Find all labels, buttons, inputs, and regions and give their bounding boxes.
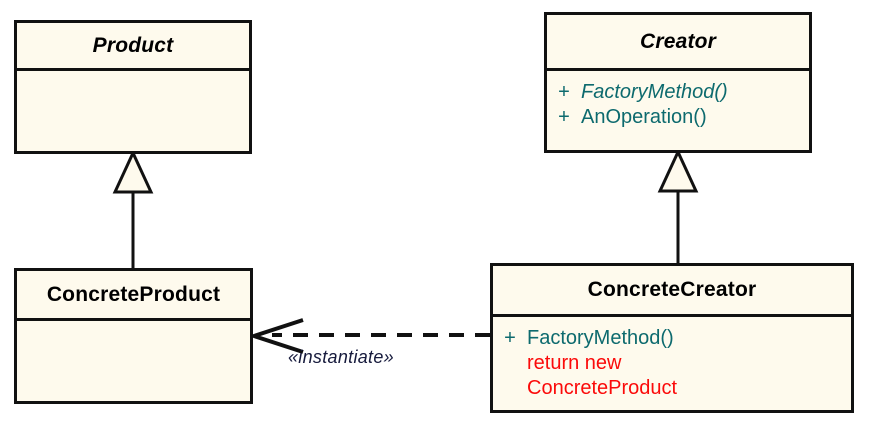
- class-name-creator: Creator: [639, 29, 717, 53]
- visibility-marker-public: +: [504, 327, 516, 349]
- generalization-concreteproduct-to-product: [112, 149, 154, 268]
- compartment-divider-product: [17, 68, 249, 71]
- compartment-divider-concretecreator: [493, 314, 851, 317]
- class-name-product: Product: [92, 33, 174, 57]
- class-box-product[interactable]: Product: [14, 20, 252, 154]
- member-row-factorymethod-creator[interactable]: + FactoryMethod(): [547, 80, 809, 105]
- visibility-marker-public: +: [558, 106, 570, 128]
- member-row-anoperation-creator[interactable]: + AnOperation(): [547, 105, 809, 130]
- member-row-factorymethod-concretecreator[interactable]: + FactoryMethod(): [493, 326, 851, 351]
- class-name-concreteproduct: ConcreteProduct: [46, 282, 221, 306]
- class-name-concretecreator: ConcreteCreator: [587, 278, 757, 301]
- members-compartment-concretecreator: + FactoryMethod() return new ConcretePro…: [493, 317, 851, 410]
- class-box-concreteproduct[interactable]: ConcreteProduct: [14, 268, 253, 404]
- members-compartment-concreteproduct: [17, 321, 250, 401]
- implementation-note-line-1: return new: [527, 352, 622, 374]
- generalization-concretecreator-to-creator: [657, 148, 699, 263]
- class-box-creator[interactable]: Creator + FactoryMethod() + AnOperation(…: [544, 12, 812, 153]
- generalization-triangle-right: [657, 148, 699, 193]
- dependency-stereotype-label: «instantiate»: [288, 347, 394, 367]
- class-box-concretecreator[interactable]: ConcreteCreator + FactoryMethod() return…: [490, 263, 854, 413]
- members-compartment-product: [17, 71, 249, 151]
- visibility-marker-public: +: [558, 81, 570, 103]
- member-signature-factorymethod: FactoryMethod(): [527, 327, 674, 349]
- compartment-divider-concreteproduct: [17, 318, 250, 321]
- member-signature-factorymethod: FactoryMethod(): [581, 81, 728, 103]
- compartment-divider-creator: [547, 68, 809, 71]
- member-signature-anoperation: AnOperation(): [581, 106, 707, 128]
- generalization-triangle-left: [112, 149, 154, 194]
- implementation-note-line-2: ConcreteProduct: [527, 377, 678, 399]
- members-compartment-creator: + FactoryMethod() + AnOperation(): [547, 71, 809, 150]
